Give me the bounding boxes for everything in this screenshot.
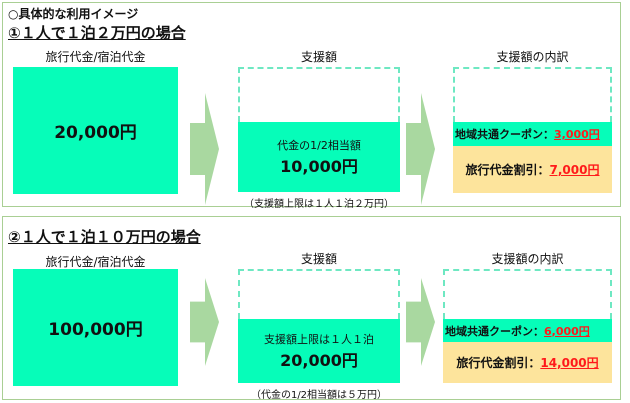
breakdown-dashed-box	[453, 67, 612, 122]
support-amount: 20,000円	[280, 351, 358, 370]
coupon-label: 地域共通クーポン：	[445, 324, 544, 338]
support-box: 支援額上限は１人１泊 20,000円	[238, 319, 400, 383]
support-label: 支援額	[300, 50, 337, 64]
arrow-right-icon	[190, 93, 219, 205]
support-caption: （支援額上限は１人１泊２万円）	[244, 199, 394, 210]
support-caption: （代金の1/2相当額は５万円）	[250, 390, 388, 401]
cost-label: 旅行代金/宿泊代金	[45, 50, 146, 64]
support-label: 支援額	[300, 252, 337, 266]
case-2-panel	[2, 216, 621, 400]
case-1-panel	[2, 2, 621, 207]
cost-label: 旅行代金/宿泊代金	[45, 255, 146, 269]
coupon-row: 地域共通クーポン：3,000円	[453, 122, 612, 146]
arrow-right-icon	[190, 278, 219, 366]
intro-title: ○具体的な利用イメージ	[8, 7, 139, 21]
support-dashed-box	[238, 67, 400, 122]
discount-amount: 7,000円	[549, 163, 600, 177]
coupon-amount: 6,000円	[544, 324, 590, 338]
cost-box: 20,000円	[13, 67, 178, 194]
case-2-heading: ②１人で１泊１０万円の場合	[8, 228, 201, 246]
support-amount: 10,000円	[280, 157, 358, 176]
discount-label: 旅行代金割引：	[465, 163, 550, 177]
coupon-row: 地域共通クーポン：6,000円	[443, 319, 612, 342]
arrow-right-icon	[406, 278, 435, 366]
support-note: 代金の1/2相当額	[277, 139, 361, 152]
support-dashed-box	[238, 269, 400, 319]
breakdown-dashed-box	[443, 269, 612, 319]
case-1-heading: ①１人で１泊２万円の場合	[8, 24, 186, 42]
discount-row: 旅行代金割引：7,000円	[453, 146, 612, 193]
cost-box: 100,000円	[13, 269, 178, 386]
coupon-amount: 3,000円	[554, 128, 600, 141]
discount-label: 旅行代金割引：	[456, 356, 541, 370]
arrow-right-icon	[406, 93, 435, 205]
breakdown-label: 支援額の内訳	[491, 252, 564, 266]
coupon-label: 地域共通クーポン：	[455, 128, 554, 141]
support-note: 支援額上限は１人１泊	[264, 333, 374, 346]
breakdown-label: 支援額の内訳	[496, 50, 569, 64]
discount-row: 旅行代金割引：14,000円	[443, 342, 612, 383]
support-box: 代金の1/2相当額 10,000円	[238, 122, 400, 192]
discount-amount: 14,000円	[540, 356, 599, 370]
